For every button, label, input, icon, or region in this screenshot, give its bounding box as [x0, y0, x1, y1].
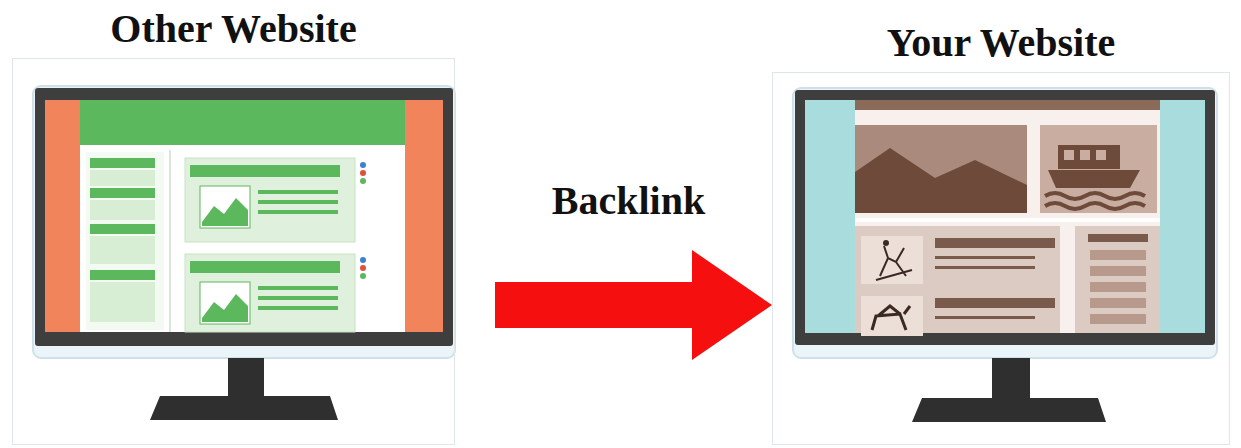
website-title: Your Website	[733, 19, 1241, 66]
edge-label: Backlink	[552, 177, 705, 224]
website-node: Other Website	[12, 58, 455, 445]
right-monitor	[793, 88, 1217, 422]
backlink-arrow	[495, 250, 772, 360]
website-node: Your Website	[772, 72, 1230, 445]
left-monitor	[33, 86, 455, 420]
website-title: Other Website	[0, 5, 494, 52]
